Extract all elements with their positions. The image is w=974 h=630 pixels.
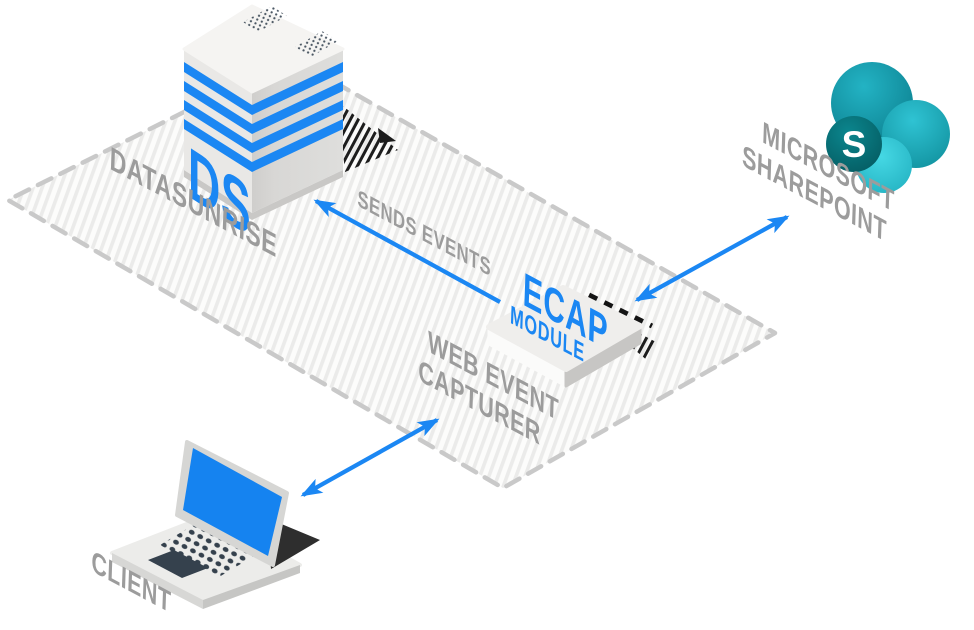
server-top-face [182,4,345,94]
arrow-line [634,215,790,302]
client-laptop [110,440,320,609]
server-shadow [338,102,398,172]
server-base-rim [184,170,343,220]
laptop-trackpad [148,550,208,578]
server-stripe [184,119,252,172]
server-stripe [252,81,343,134]
server-shadow-spot [378,128,396,143]
client-arrow [300,418,440,497]
laptop-keyboard [160,518,264,577]
sharepoint-badge-text: S [842,124,867,165]
laptop-base-edge [203,565,300,609]
datasunrise-server: DS [182,4,398,253]
module-shadow-dashes [587,292,654,329]
server-vent-grid [295,31,338,57]
platform-surface [5,55,778,491]
laptop-screen [183,448,282,556]
server-stripe [252,119,343,172]
sharepoint-badge-circle [826,116,882,172]
server-vent-grid [243,6,287,32]
server-stripe [252,100,343,153]
arrow-line [300,418,440,497]
server-stripe [252,62,343,115]
server-stripe [184,100,252,153]
module-top-face [486,285,643,372]
server-stripes-left [184,62,252,172]
sharepoint-arrow [634,215,790,302]
sharepoint-logo: S [826,62,950,193]
server-stripe [184,81,252,134]
server-stripe [184,62,252,115]
platform [5,55,778,491]
server-stripes-right [252,62,343,172]
laptop-base-edge [112,553,203,609]
arrow-line [313,199,502,304]
ecap-module: ECAP MODULE [486,262,656,388]
